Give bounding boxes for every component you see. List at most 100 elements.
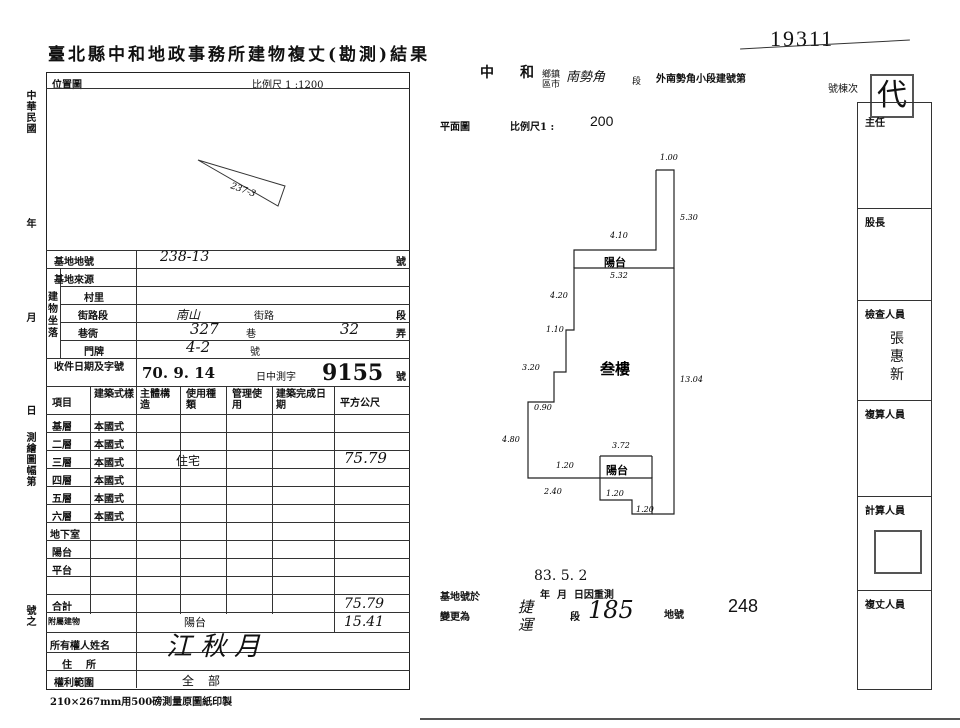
lane-label: 巷衖 — [78, 329, 98, 340]
floor-3-style: 本國式 — [94, 458, 124, 469]
door-value: 4-2 — [186, 338, 211, 356]
floor-6-style: 本國式 — [94, 512, 124, 523]
label-director: 主任 — [865, 118, 885, 129]
district-char-a: 中 — [480, 65, 494, 81]
floor-4-style: 本國式 — [94, 476, 124, 487]
street-suffix: 街路 — [254, 311, 274, 322]
section-unit: 段 — [396, 311, 406, 322]
address-label: 住所 — [62, 660, 110, 671]
remeasure-prefix: 基地號於 — [440, 592, 480, 603]
document-title: 臺北縣中和地政事務所建物複丈(勘測)結果 — [48, 45, 431, 65]
district-handwritten: 南勢角 — [566, 70, 606, 85]
total-value: 75.79 — [344, 596, 385, 612]
dim-label: 4.80 — [501, 435, 520, 444]
approval-column — [857, 102, 932, 690]
rule — [46, 594, 410, 595]
bottom-edge — [420, 718, 960, 720]
rule — [46, 486, 410, 487]
dim-label: 5.30 — [680, 213, 698, 222]
rule — [46, 670, 410, 671]
side-label-number: 號之 — [24, 605, 35, 627]
rule — [46, 386, 410, 387]
attached-value: 15.41 — [344, 614, 385, 630]
change-extra: 248 — [728, 596, 759, 616]
label-section-chief: 股長 — [865, 218, 885, 229]
rule — [46, 558, 410, 559]
rule — [46, 414, 410, 415]
floor-6-label: 六層 — [52, 512, 72, 523]
total-label: 合計 — [52, 602, 72, 613]
rule — [46, 576, 410, 577]
rule — [46, 450, 410, 451]
dim-label: 3.20 — [522, 363, 540, 372]
change-number: 185 — [588, 596, 634, 624]
rule — [857, 590, 932, 591]
location-sketch: 237-3 — [197, 159, 286, 207]
col-area: 平方公尺 — [340, 398, 380, 409]
rule — [180, 386, 181, 614]
paper-note: 210×267mm用500磅測量原圖紙印製 — [50, 697, 233, 708]
label-surveyor: 複丈人員 — [865, 600, 905, 611]
side-label-roc: 中華民國 — [24, 90, 35, 134]
side-label-year: 年 — [24, 218, 35, 229]
remeasure-units: 年 月 日因重測 — [540, 590, 614, 601]
rule — [60, 304, 410, 305]
rule — [60, 286, 410, 287]
balcony-top-label: 陽台 — [604, 255, 626, 269]
alley-value: 32 — [340, 320, 360, 338]
dim-label: 1.00 — [660, 153, 678, 162]
lane-unit: 巷 — [246, 329, 256, 340]
floor-plan: 陽台 叁樓 陽台 1.00 5.30 4.10 5.32 4.20 1.10 3… — [501, 153, 703, 515]
dim-label: 4.10 — [609, 231, 628, 240]
rule — [857, 496, 932, 497]
floor-1-style: 本國式 — [94, 422, 124, 433]
rights-label: 權利範圍 — [54, 678, 94, 689]
dim-label: 3.72 — [612, 441, 630, 450]
receipt-number: 9155 — [322, 360, 384, 386]
rule — [90, 386, 91, 614]
sub-segment-label: 外南勢角小段建號第 — [656, 74, 746, 85]
rule — [857, 400, 932, 401]
dim-label: 1.20 — [556, 461, 574, 470]
col-style: 建築式樣 — [94, 389, 134, 400]
rule — [46, 652, 410, 653]
rule — [334, 386, 335, 632]
dim-label: 1.10 — [546, 325, 564, 334]
rule — [46, 612, 410, 613]
door-label: 門牌 — [84, 347, 104, 358]
dim-label: 2.40 — [543, 487, 562, 496]
agent-stamp: 代 — [870, 74, 914, 118]
dim-label: 1.20 — [606, 489, 624, 498]
rule — [60, 322, 410, 323]
street-label: 街路段 — [78, 311, 108, 322]
plan-scale-label: 比例尺1 : — [510, 122, 555, 133]
street-value: 南山 — [176, 308, 201, 322]
base-lot-label: 基地地號 — [54, 257, 94, 268]
rule — [46, 522, 410, 523]
receipt-label: 收件日期及字號 — [54, 362, 124, 373]
floor-3-use: 住宅 — [176, 454, 201, 468]
basement-label: 地下室 — [50, 530, 80, 541]
location-map-scale: 比例尺 1 :1200 — [252, 80, 324, 91]
label-calculator: 計算人員 — [865, 506, 905, 517]
rule — [136, 632, 137, 688]
owner-value: 江秋月 — [166, 632, 269, 662]
serial-number: 19311 — [770, 26, 835, 51]
building-location-label: 建物坐落 — [48, 292, 58, 339]
building-no-label: 號棟次 — [828, 84, 858, 95]
village-label: 村里 — [84, 293, 104, 304]
remeasure-date: 83. 5. 2 — [534, 568, 588, 584]
location-sketch-note: 237-3 — [228, 181, 257, 200]
survey-form — [46, 72, 410, 690]
rule — [46, 432, 410, 433]
dim-label: 0.90 — [534, 403, 552, 412]
rule — [60, 268, 61, 358]
base-lot-value: 238-13 — [160, 249, 210, 265]
side-label-month: 月 — [24, 312, 35, 323]
receipt-unit: 號 — [396, 372, 406, 383]
plan-label: 平面圖 — [440, 122, 470, 133]
main-room-label: 叁樓 — [599, 360, 630, 378]
change-segment: 段 — [570, 612, 580, 623]
balcony-bottom-label: 陽台 — [606, 463, 628, 477]
inspector-name: 張惠新 — [890, 331, 904, 383]
